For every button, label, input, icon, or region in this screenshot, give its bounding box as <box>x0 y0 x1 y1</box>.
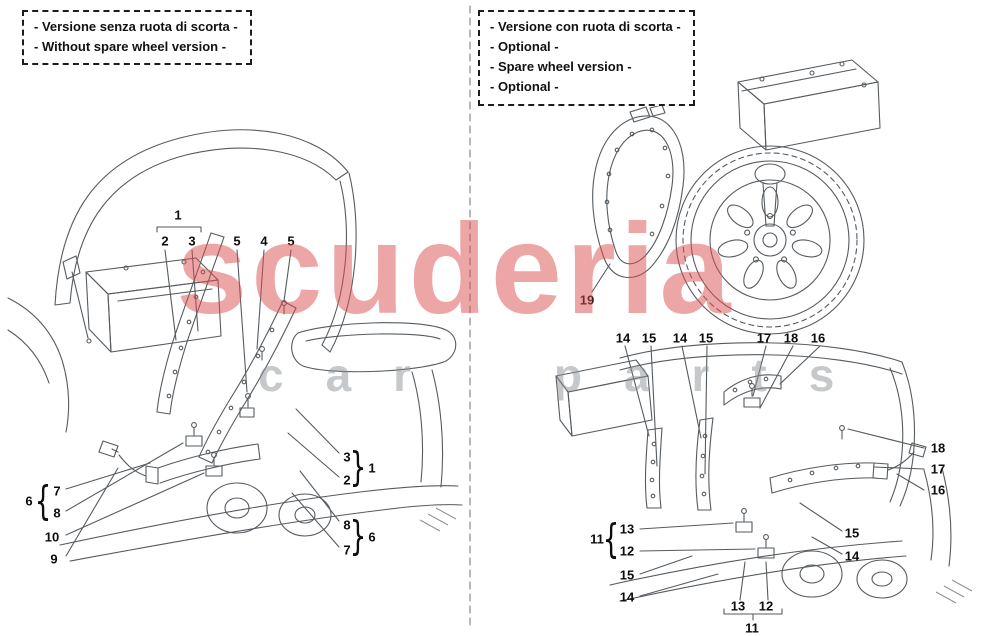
part-callout: 17 <box>756 330 772 346</box>
part-callout: 7 <box>53 483 61 499</box>
part-callout: 5 <box>287 233 295 249</box>
part-callout: 1 <box>368 460 376 476</box>
right-version-line-optional-en: - Optional - <box>490 79 559 95</box>
right-version-line-optional-it: - Optional - <box>490 39 559 55</box>
part-callout: 14 <box>672 330 688 346</box>
part-callout: 15 <box>619 567 635 583</box>
part-callout: 1 <box>174 207 182 223</box>
part-callout: 13 <box>619 521 635 537</box>
part-callout: 15 <box>844 525 860 541</box>
part-callout: 12 <box>758 598 774 614</box>
part-callout: 14 <box>619 589 635 605</box>
part-callout: 14 <box>615 330 631 346</box>
part-callout: 12 <box>619 543 635 559</box>
part-callout: 2 <box>161 233 169 249</box>
part-callout: 14 <box>844 548 860 564</box>
part-callout: 15 <box>641 330 657 346</box>
group-brace: } <box>349 444 367 492</box>
group-brace: } <box>349 513 367 561</box>
part-callout: 16 <box>930 482 946 498</box>
part-callout: 3 <box>343 449 351 465</box>
part-callout: 11 <box>590 531 604 547</box>
part-callout: 13 <box>730 598 746 614</box>
right-version-header: - Versione con ruota di scorta - - Optio… <box>478 10 695 106</box>
part-callout: 2 <box>343 472 351 488</box>
part-callout: 11 <box>745 620 759 636</box>
part-callout: 6 <box>368 529 376 545</box>
part-callout: 16 <box>810 330 826 346</box>
group-brace: { <box>34 478 52 526</box>
right-version-line-en: - Spare wheel version - <box>490 59 632 75</box>
part-callout: 7 <box>343 542 351 558</box>
left-version-header: - Versione senza ruota di scorta - - Wit… <box>22 10 252 66</box>
group-brace: { <box>602 516 620 564</box>
part-callout: 5 <box>233 233 241 249</box>
part-callout: 18 <box>930 440 946 456</box>
part-callout: 8 <box>53 505 61 521</box>
part-callout: 3 <box>188 233 196 249</box>
left-version-line-en: - Without spare wheel version - <box>34 39 227 55</box>
left-version-line-it: - Versione senza ruota di scorta - <box>34 19 238 34</box>
right-version-line-it: - Versione con ruota di scorta - <box>490 19 681 34</box>
part-callout: 17 <box>930 461 946 477</box>
part-callout: 8 <box>343 517 351 533</box>
part-callout: 18 <box>783 330 799 346</box>
part-callout: 6 <box>25 493 33 509</box>
part-callout: 15 <box>698 330 714 346</box>
part-callout: 19 <box>579 292 595 308</box>
part-callout: 10 <box>44 529 60 545</box>
part-callout: 4 <box>260 233 268 249</box>
part-callout: 9 <box>50 551 58 567</box>
